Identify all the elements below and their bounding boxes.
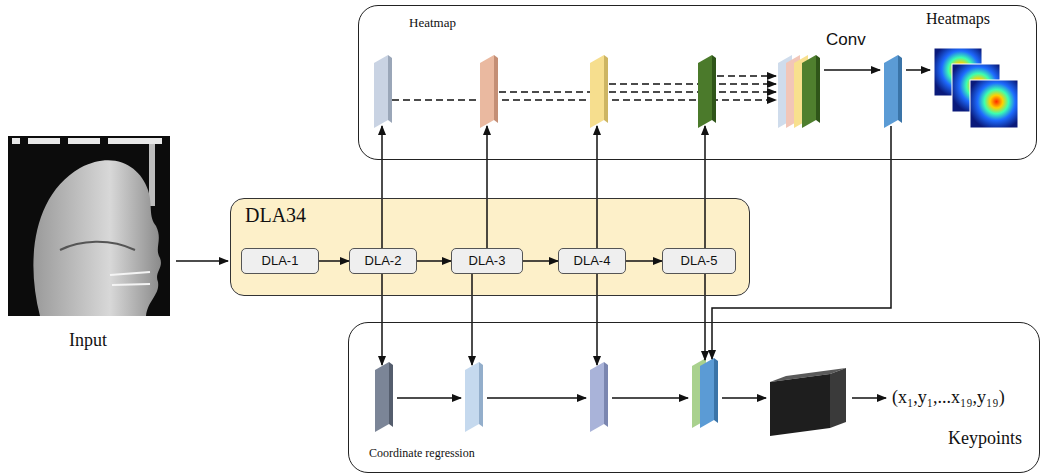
connector-arrow xyxy=(381,126,383,248)
teeth-detail xyxy=(110,272,150,285)
box-title: DLA34 xyxy=(245,204,306,227)
stage-block: DLA-4 xyxy=(558,248,626,274)
feature-map xyxy=(465,362,479,432)
backbone-box: DLA34DLA-1 DLA-2 DLA-3 DLA-4 DLA-5 xyxy=(230,198,750,296)
box-title: Coordinate regression xyxy=(369,447,475,461)
flow-arrow xyxy=(612,397,688,399)
heatmap-panel: Heatmap xyxy=(358,5,1037,160)
connector-arrow xyxy=(319,260,349,262)
block-label: DLA-3 xyxy=(469,254,506,269)
output-arrow xyxy=(906,69,930,71)
skip-connection xyxy=(392,99,776,100)
concat-map xyxy=(802,55,816,128)
feature-map xyxy=(884,55,898,128)
conv-arrow xyxy=(824,69,880,71)
group-fill xyxy=(231,199,749,295)
feature-map-side xyxy=(479,362,483,427)
connector-arrow xyxy=(471,274,473,365)
connector-arrow xyxy=(486,126,488,248)
feature-map-side xyxy=(389,362,393,427)
xray-ruler-gap xyxy=(100,138,108,144)
concat-map-side xyxy=(714,358,718,423)
box-title: Heatmap xyxy=(409,16,456,31)
feature-map xyxy=(374,55,388,128)
fc-block-side xyxy=(830,368,846,428)
xray-rod xyxy=(149,144,155,206)
xray-ruler-gap xyxy=(20,138,28,144)
feature-map-side xyxy=(388,55,392,123)
skip-connection xyxy=(717,75,776,76)
connector-arrow xyxy=(523,260,558,262)
fc-block xyxy=(770,374,830,436)
connector-arrow xyxy=(596,274,598,365)
feature-map-side xyxy=(494,55,498,123)
skull-profile xyxy=(33,160,161,316)
coordinate-output: (x₁,y₁,...x₁₉,y₁₉) xyxy=(892,387,1005,408)
stage-block: DLA-2 xyxy=(349,248,417,274)
output-label: Keypoints xyxy=(948,428,1022,449)
output-arrow xyxy=(852,397,886,399)
feature-map-side xyxy=(604,55,608,123)
connector-arrow xyxy=(596,126,598,248)
feature-map-side xyxy=(712,55,716,123)
connector-arrow xyxy=(704,126,706,248)
feature-map-side xyxy=(898,55,902,123)
feature-map xyxy=(480,55,494,128)
block-label: DLA-5 xyxy=(681,254,718,269)
output-label: Heatmaps xyxy=(926,10,990,28)
flow-arrow xyxy=(722,397,766,399)
block-label: DLA-4 xyxy=(574,254,611,269)
block-label: DLA-1 xyxy=(262,254,299,269)
feature-map xyxy=(375,362,389,432)
feature-map xyxy=(590,55,604,128)
connector-arrow xyxy=(417,260,451,262)
image-caption: Input xyxy=(69,330,107,351)
operation-label: Conv xyxy=(826,30,866,50)
block-label: DLA-2 xyxy=(365,254,402,269)
stage-block: DLA-3 xyxy=(451,248,523,274)
feature-map xyxy=(698,55,712,128)
stage-block: DLA-1 xyxy=(241,248,319,274)
skip-connection xyxy=(609,83,776,84)
feature-map xyxy=(590,362,604,432)
flow-arrow xyxy=(487,397,586,399)
xray-ruler xyxy=(12,138,162,144)
input-arrow xyxy=(176,260,228,262)
connector-arrow xyxy=(381,274,383,365)
connector-arrow xyxy=(704,274,706,360)
heatmap-image xyxy=(970,80,1018,128)
xray-image xyxy=(8,136,170,316)
stage-block: DLA-5 xyxy=(662,248,736,274)
skull-detail xyxy=(60,242,135,250)
skip-connection xyxy=(499,91,776,92)
concat-map-side xyxy=(816,55,820,123)
flow-arrow xyxy=(397,397,461,399)
connector-arrow xyxy=(626,260,662,262)
feature-map-side xyxy=(604,362,608,427)
xray-ruler-gap xyxy=(60,138,68,144)
concat-map xyxy=(700,358,714,428)
